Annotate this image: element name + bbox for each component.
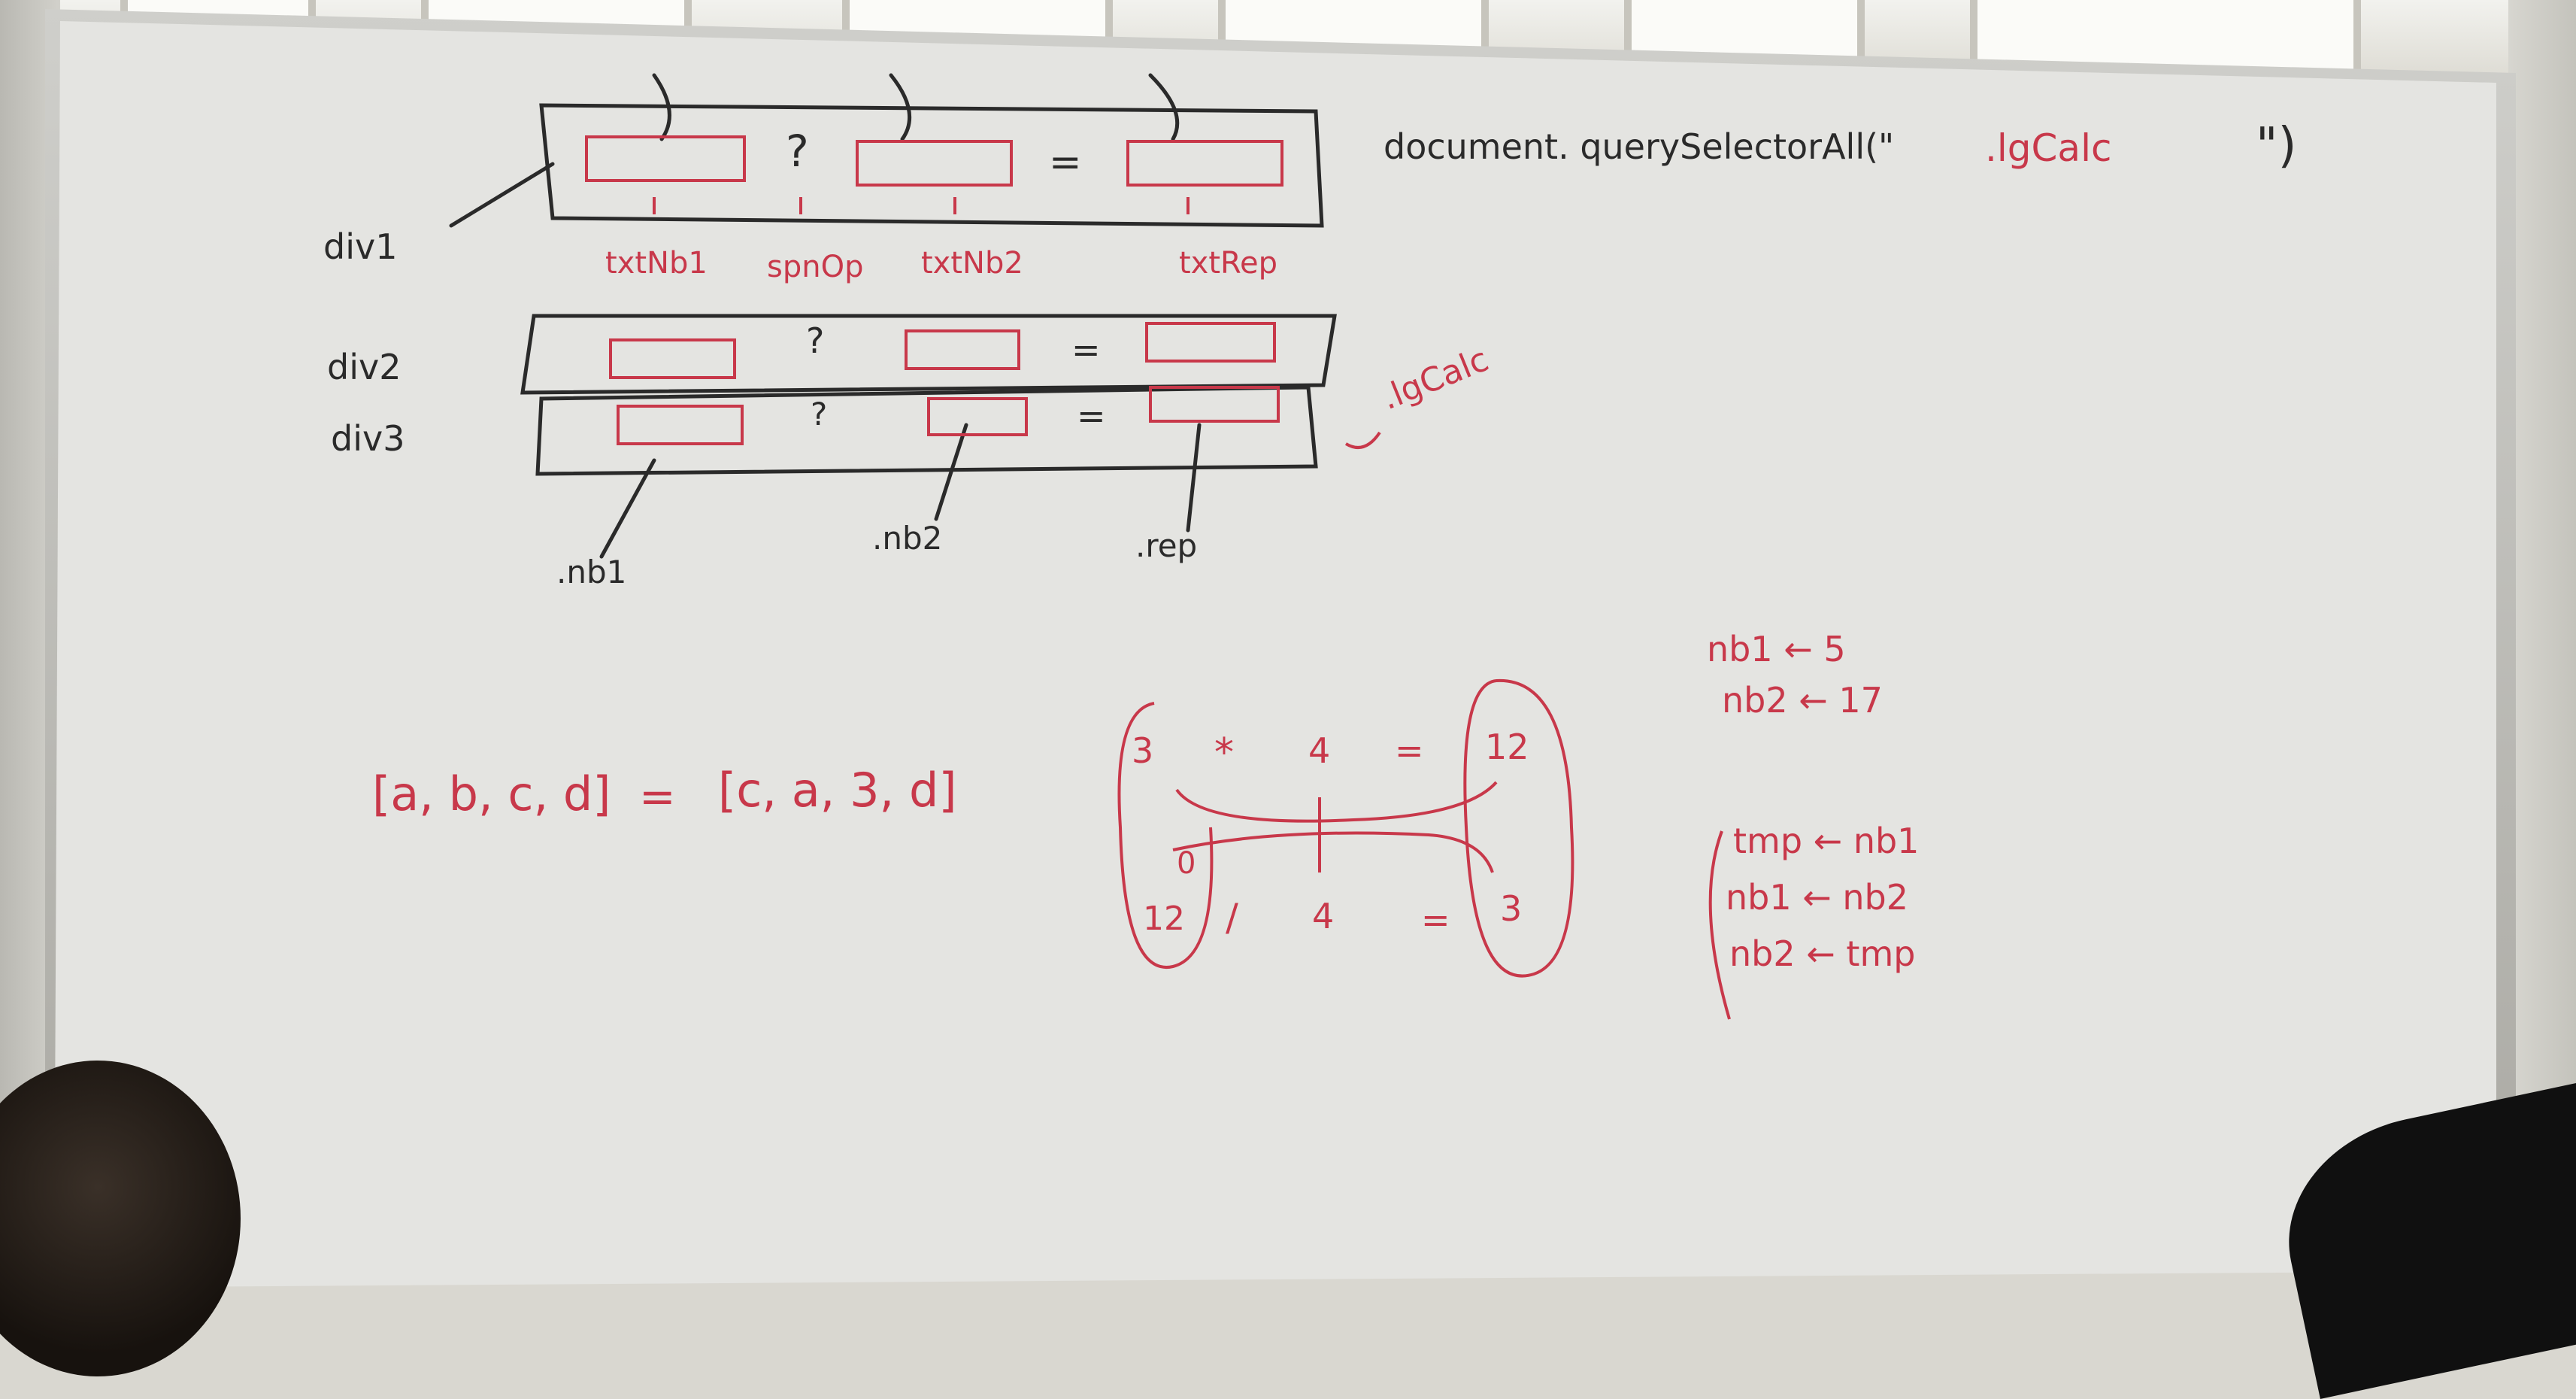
window-pane [1970,0,2361,71]
calc-bottom-op: / [1226,896,1238,939]
div1-arc-c [1148,73,1180,141]
calc-top-eq: = [1395,730,1424,771]
div2-outline [520,314,1337,395]
label-spnOp: spnOp [767,250,864,284]
right-results-loop [1463,678,1574,978]
assignment-nb2: nb2 ← 17 [1722,680,1883,721]
div3-nb1-box [617,405,744,445]
swap-step-1: tmp ← nb1 [1733,821,1920,861]
div3-rep-box [1149,386,1280,423]
div1-label: div1 [323,226,398,267]
div3-operator: ? [811,396,828,432]
div2-equals: = [1071,329,1101,370]
class-nb2: .nb2 [872,520,943,557]
div2-label: div2 [327,347,402,387]
calc-top-mid: 4 [1308,730,1331,771]
div2-nb1-box [609,338,736,379]
calc-zero: 0 [1177,846,1196,881]
div3-outline [535,385,1318,476]
label-txtNb1: txtNb1 [605,246,708,281]
swap-step-3: nb2 ← tmp [1729,933,1916,974]
label-txtNb2: txtNb2 [921,246,1023,281]
array-right: [c, a, 3, d] [718,763,957,818]
txtNb2-box [856,140,1013,187]
query-close: ") [2256,118,2297,174]
rep-pointer [1186,423,1202,533]
swap-bracket [1708,830,1731,1020]
div3-label: div3 [331,418,405,459]
div3-equals: = [1077,396,1106,436]
div1-arc-a [652,73,671,141]
swap-step-2: nb1 ← nb2 [1726,877,1909,918]
div1-pointer [449,162,555,228]
query-code: document. querySelectorAll(" [1383,126,1895,167]
assignment-nb1: nb1 ← 5 [1707,629,1846,669]
div1-outline [539,103,1324,228]
div2-rep-box [1145,322,1276,363]
class-nb1: .nb1 [556,554,627,590]
top-to-bottom-curve [1175,781,1498,823]
bottom-curve [1172,831,1494,873]
whiteboard-drawing [54,21,2496,1288]
calc-top-op: * [1214,730,1234,775]
query-class: .lgCalc [1985,126,2112,170]
calc-top-result: 12 [1485,727,1529,767]
class-rep: .rep [1135,527,1198,564]
div2-operator: ? [806,320,825,361]
whiteboard-surface [54,21,2496,1288]
left-operands-loop [1117,702,1214,970]
calc-bottom-eq: = [1421,900,1450,940]
calc-bottom-left: 12 [1143,900,1185,938]
div2-nb2-box [905,329,1020,370]
calc-bottom-result: 3 [1500,888,1523,929]
txtRep-box [1126,140,1283,187]
txtNb1-box [585,135,746,182]
calc-top-left: 3 [1132,730,1154,771]
field-pointers [653,197,1190,214]
label-txtRep: txtRep [1179,246,1278,281]
array-left: [a, b, c, d] [372,766,611,821]
div1-operator: ? [786,126,809,177]
lgCalc-pointer [1344,431,1381,449]
div3-nb2-box [927,397,1028,436]
whiteboard: div1 div2 div3 ? = ? = ? = txtNb1 spnOp … [54,21,2496,1288]
nb1-pointer [599,458,656,559]
calc-bottom-mid: 4 [1312,896,1335,936]
div1-equals: = [1049,140,1082,185]
div1-arc-b [889,73,912,141]
nb2-pointer [934,423,968,521]
array-equals: = [639,771,676,822]
